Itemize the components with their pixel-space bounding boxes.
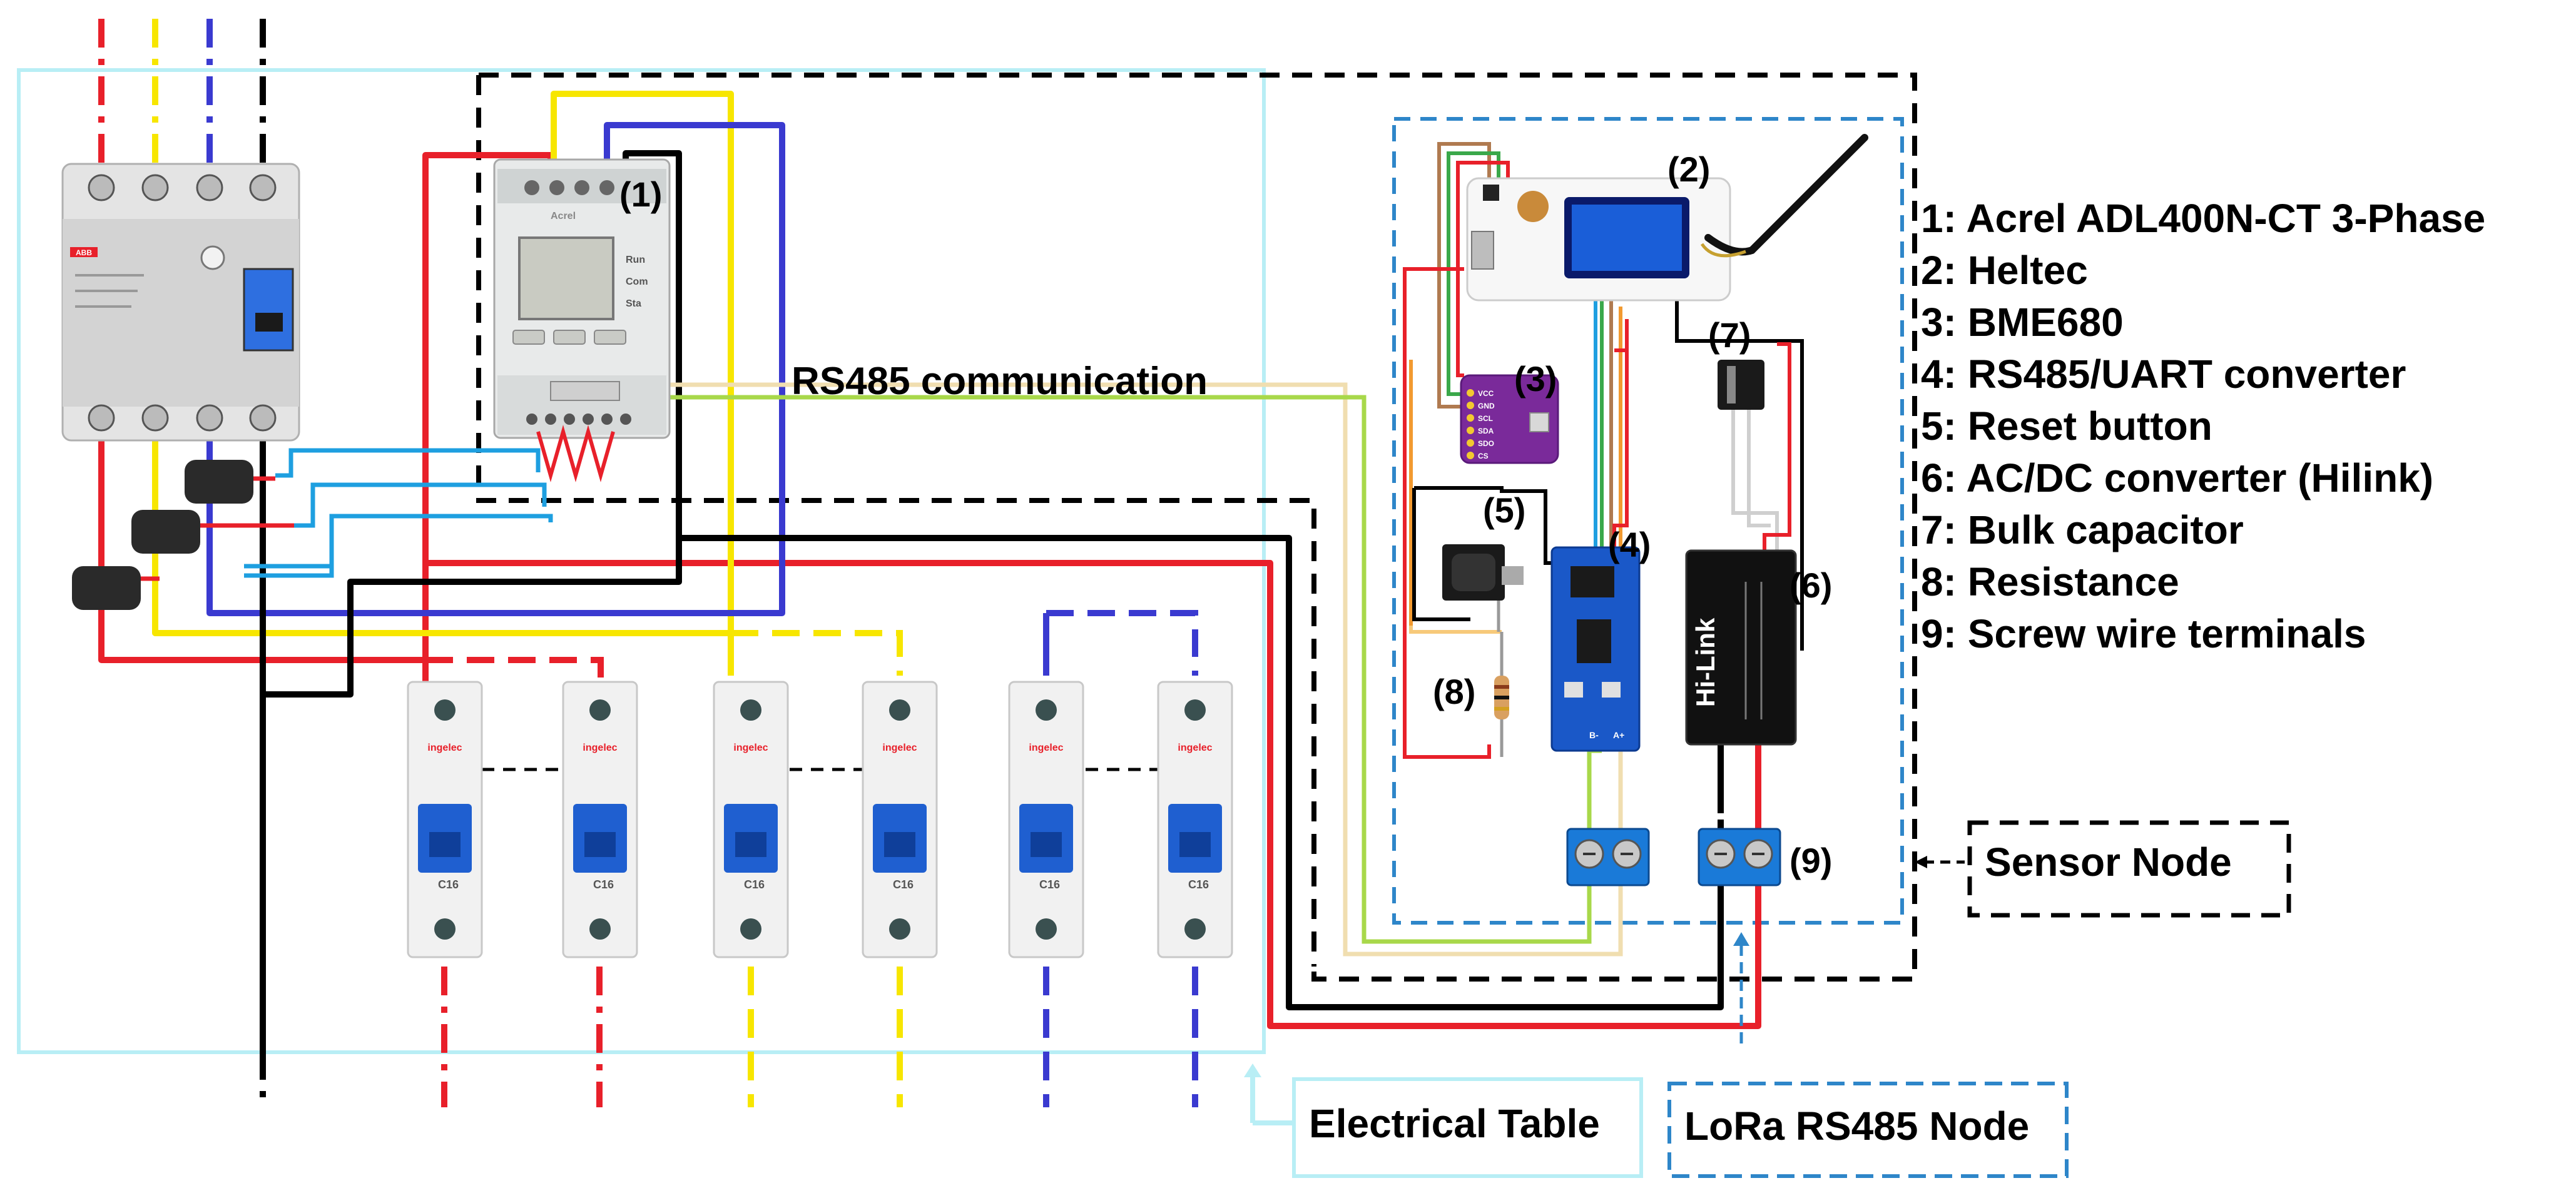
legend-item-4: 4: RS485/UART converter bbox=[1921, 352, 2406, 397]
marker-4: (4) bbox=[1608, 525, 1651, 564]
rs485-pin-b: B- bbox=[1589, 730, 1599, 740]
sensor-node-label: Sensor Node bbox=[1985, 840, 2232, 885]
breaker-1: ingelec C16 bbox=[407, 681, 483, 958]
ct-wiring bbox=[244, 448, 553, 578]
phase-wiring bbox=[98, 91, 1761, 1051]
breaker-5-brand: ingelec bbox=[1029, 743, 1063, 753]
energy-meter: Acrel Run Com Sta bbox=[493, 158, 671, 482]
rs485-communication-label: RS485 communication bbox=[792, 360, 1208, 403]
hilink-converter: Hi-Link bbox=[1685, 549, 1797, 746]
breaker-5: ingelec C16 bbox=[1008, 681, 1084, 958]
marker-3: (3) bbox=[1514, 359, 1557, 398]
breaker-2: ingelec C16 bbox=[562, 681, 638, 958]
marker-7: (7) bbox=[1708, 315, 1751, 355]
sensor-node-box bbox=[1392, 117, 1904, 925]
legend-item-7: 7: Bulk capacitor bbox=[1921, 507, 2244, 552]
incoming-supply bbox=[98, 19, 266, 166]
bme-pin-sda: SDA bbox=[1478, 427, 1494, 435]
heltec-board bbox=[1466, 134, 1868, 302]
rs485-wiring bbox=[557, 382, 1623, 957]
lora-node-callout: LoRa RS485 Node bbox=[1667, 932, 2069, 1178]
legend-item-3: 3: BME680 bbox=[1921, 300, 2124, 345]
meter-led-run: Run bbox=[626, 255, 645, 265]
outgoing-lines bbox=[260, 610, 1198, 1107]
legend-item-9: 9: Screw wire terminals bbox=[1921, 611, 2366, 656]
rcd-brand-text: ABB bbox=[76, 248, 92, 257]
marker-9: (9) bbox=[1789, 841, 1832, 880]
meter-led-sta: Sta bbox=[626, 298, 641, 309]
breaker-1-brand: ingelec bbox=[427, 743, 462, 753]
marker-1: (1) bbox=[619, 175, 662, 214]
legend-item-1: 1: Acrel ADL400N-CT 3-Phase bbox=[1921, 196, 2486, 241]
breaker-3: ingelec C16 bbox=[713, 681, 789, 958]
meter-led-com: Com bbox=[626, 277, 648, 287]
marker-8: (8) bbox=[1433, 672, 1475, 711]
breaker-6-brand: ingelec bbox=[1178, 743, 1212, 753]
breaker-3-brand: ingelec bbox=[733, 743, 768, 753]
legend-item-6: 6: AC/DC converter (Hilink) bbox=[1921, 455, 2434, 500]
reset-button bbox=[1442, 544, 1524, 632]
rs485-converter: B- A+ bbox=[1550, 546, 1641, 752]
marker-5: (5) bbox=[1483, 490, 1525, 530]
marker-2: (2) bbox=[1667, 150, 1710, 189]
component-legend: 1: Acrel ADL400N-CT 3-Phase 2: Heltec 3:… bbox=[1921, 193, 2485, 660]
sensor-node-wiring bbox=[1403, 142, 1629, 759]
breaker-3-rating: C16 bbox=[744, 878, 765, 891]
breaker-4: ingelec C16 bbox=[862, 681, 938, 958]
sensor-node-callout: Sensor Node bbox=[1915, 820, 2291, 918]
rcd-device: ABB bbox=[61, 163, 300, 442]
electrical-table-label: Electrical Table bbox=[1309, 1101, 1600, 1146]
breaker-4-brand: ingelec bbox=[882, 743, 917, 753]
breaker-4-rating: C16 bbox=[893, 878, 914, 891]
bme-pin-vcc: VCC bbox=[1478, 389, 1494, 398]
lora-node-label: LoRa RS485 Node bbox=[1684, 1104, 2029, 1149]
bme-pin-sdo: SDO bbox=[1478, 439, 1494, 448]
legend-item-5: 5: Reset button bbox=[1921, 404, 2212, 449]
bulk-capacitor bbox=[1718, 360, 1764, 410]
legend-item-2: 2: Heltec bbox=[1921, 248, 2088, 293]
breaker-6: ingelec C16 bbox=[1157, 681, 1233, 958]
meter-brand-text: Acrel bbox=[551, 211, 576, 221]
bme-pin-gnd: GND bbox=[1478, 402, 1495, 410]
hilink-brand-text: Hi-Link bbox=[1691, 617, 1720, 707]
screw-terminal-rs485 bbox=[1566, 828, 1650, 886]
bme-pin-cs: CS bbox=[1478, 452, 1489, 460]
marker-6: (6) bbox=[1789, 566, 1832, 605]
current-transformers bbox=[72, 460, 253, 610]
breaker-2-brand: ingelec bbox=[583, 743, 617, 753]
resistor bbox=[1494, 632, 1509, 757]
screw-terminal-power bbox=[1698, 828, 1781, 886]
breaker-1-rating: C16 bbox=[438, 878, 459, 891]
breaker-5-rating: C16 bbox=[1039, 878, 1060, 891]
rs485-pin-a: A+ bbox=[1613, 730, 1624, 740]
component-markers: (1) (2) (3) (4) (5) (6) (7) (8) (9) bbox=[619, 150, 1832, 880]
electrical-table-callout: Electrical Table bbox=[1244, 1063, 1643, 1178]
lora-node-box bbox=[476, 73, 1917, 982]
bme680-board: VCC GND SCL SDA SDO CS bbox=[1460, 374, 1559, 464]
breaker-6-rating: C16 bbox=[1188, 878, 1209, 891]
legend-item-8: 8: Resistance bbox=[1921, 559, 2179, 604]
bme-pin-scl: SCL bbox=[1478, 414, 1493, 423]
breaker-2-rating: C16 bbox=[593, 878, 614, 891]
